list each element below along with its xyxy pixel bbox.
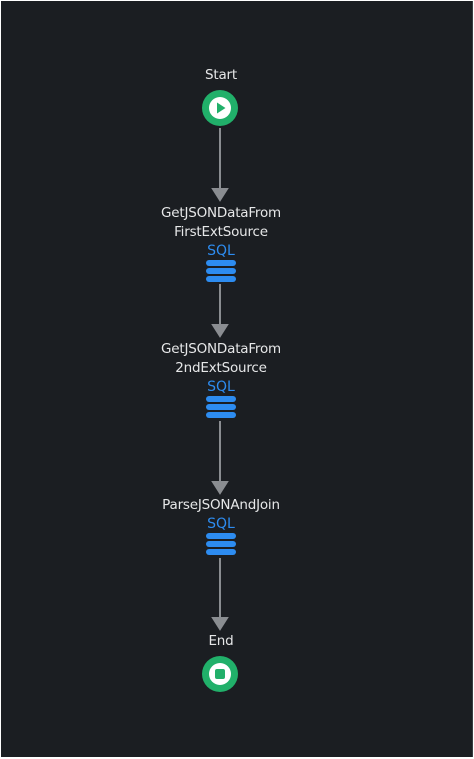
play-icon: [202, 90, 238, 126]
step3-name-line1: ParseJSONAndJoin: [162, 497, 280, 513]
step1-sql-node[interactable]: SQL: [201, 243, 241, 282]
step1-name-line1: GetJSONDataFrom: [160, 205, 282, 221]
arrowhead-step2: [211, 324, 229, 338]
arrowhead-end: [211, 617, 229, 631]
step2-sql-node[interactable]: SQL: [201, 379, 241, 418]
step3-sql-label: SQL: [207, 516, 235, 532]
end-node[interactable]: [202, 656, 238, 692]
stop-icon: [202, 656, 238, 692]
arrowhead-step3: [211, 481, 229, 495]
database-icon: [206, 260, 236, 282]
database-icon: [206, 396, 236, 418]
arrowhead-step1: [211, 188, 229, 202]
end-label: End: [208, 633, 234, 649]
start-node[interactable]: [202, 90, 238, 126]
step3-sql-node[interactable]: SQL: [201, 516, 241, 555]
step2-sql-label: SQL: [207, 379, 235, 395]
start-label: Start: [205, 67, 237, 83]
database-icon: [206, 533, 236, 555]
step1-sql-label: SQL: [207, 243, 235, 259]
step2-name-line2: 2ndExtSource: [175, 360, 267, 376]
step1-name-line2: FirstExtSource: [174, 224, 268, 240]
step2-name-line1: GetJSONDataFrom: [160, 341, 282, 357]
